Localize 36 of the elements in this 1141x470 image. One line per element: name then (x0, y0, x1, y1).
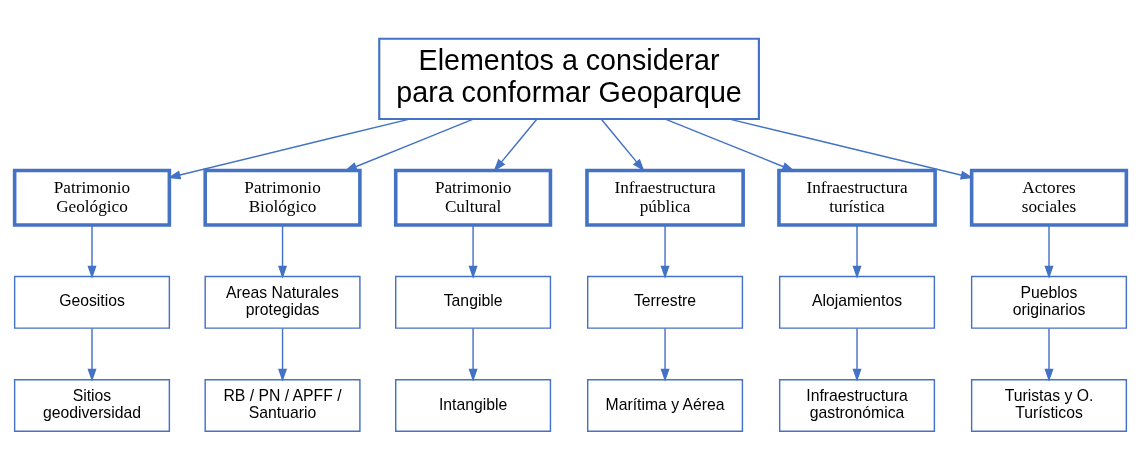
node-box: Turistas y O. Turísticos (970, 379, 1128, 432)
arrow (852, 224, 862, 279)
node-box: Infraestructura turística (777, 168, 937, 227)
node-box: Infraestructura pública (585, 168, 745, 227)
node-box: Tangible (395, 275, 552, 329)
node-box: Elementos a considerar para conformar Geoparque (378, 37, 760, 121)
arrow (87, 327, 97, 382)
arrow (1044, 327, 1054, 382)
arrow (278, 224, 288, 279)
node-box: Sitios geodiversidad (13, 379, 171, 432)
arrow (664, 118, 796, 172)
node-box: Patrimonio Biológico (203, 168, 362, 227)
arrow (600, 118, 645, 172)
node-box: Alojamientos (778, 275, 936, 329)
node-box: Infraestructura gastronómica (778, 379, 936, 432)
arrow (660, 224, 670, 279)
arrow (87, 224, 97, 279)
arrow (852, 327, 862, 382)
arrow (344, 118, 474, 172)
node-box: Pueblos originarios (970, 275, 1128, 329)
arrow (468, 327, 478, 382)
node-box: Terrestre (586, 275, 744, 329)
node-box: Actores sociales (969, 168, 1129, 227)
arrow (728, 118, 974, 180)
arrow (493, 118, 538, 172)
node-box: Patrimonio Geológico (12, 168, 172, 227)
node-box: Marítima y Aérea (586, 379, 744, 432)
arrow (278, 327, 288, 382)
node-box: Geositios (13, 275, 171, 329)
arrow (1044, 224, 1054, 279)
node-box: Areas Naturales protegidas (204, 275, 361, 329)
arrow (660, 327, 670, 382)
arrow (468, 224, 478, 279)
node-box: Patrimonio Cultural (393, 168, 553, 227)
node-box: Intangible (395, 379, 552, 432)
node-box: RB / PN / APFF / Santuario (204, 379, 361, 432)
